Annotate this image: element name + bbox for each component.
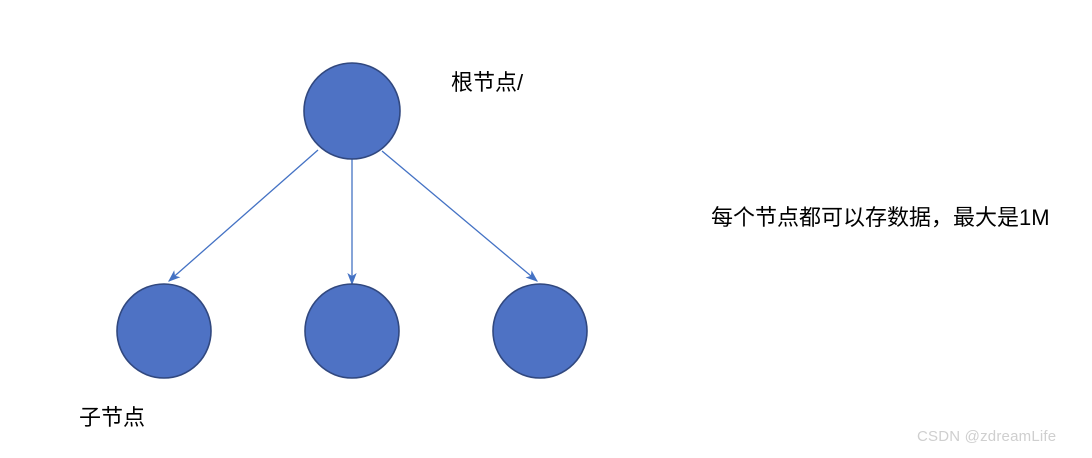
node-capacity-note: 每个节点都可以存数据，最大是1M [711, 205, 1050, 230]
root-node-label: 根节点/ [451, 70, 524, 95]
root-node[interactable] [303, 62, 401, 160]
child-node-1[interactable] [116, 283, 212, 379]
csdn-watermark: CSDN @zdreamLife [917, 428, 1057, 445]
edge-root-to-child1 [168, 149, 319, 282]
child-node-3[interactable] [492, 283, 588, 379]
edge-group [168, 149, 538, 286]
child-node-2[interactable] [304, 283, 400, 379]
child-nodes-label: 子节点 [79, 405, 146, 430]
edge-root-to-child3 [381, 150, 538, 282]
node-group [116, 62, 588, 379]
